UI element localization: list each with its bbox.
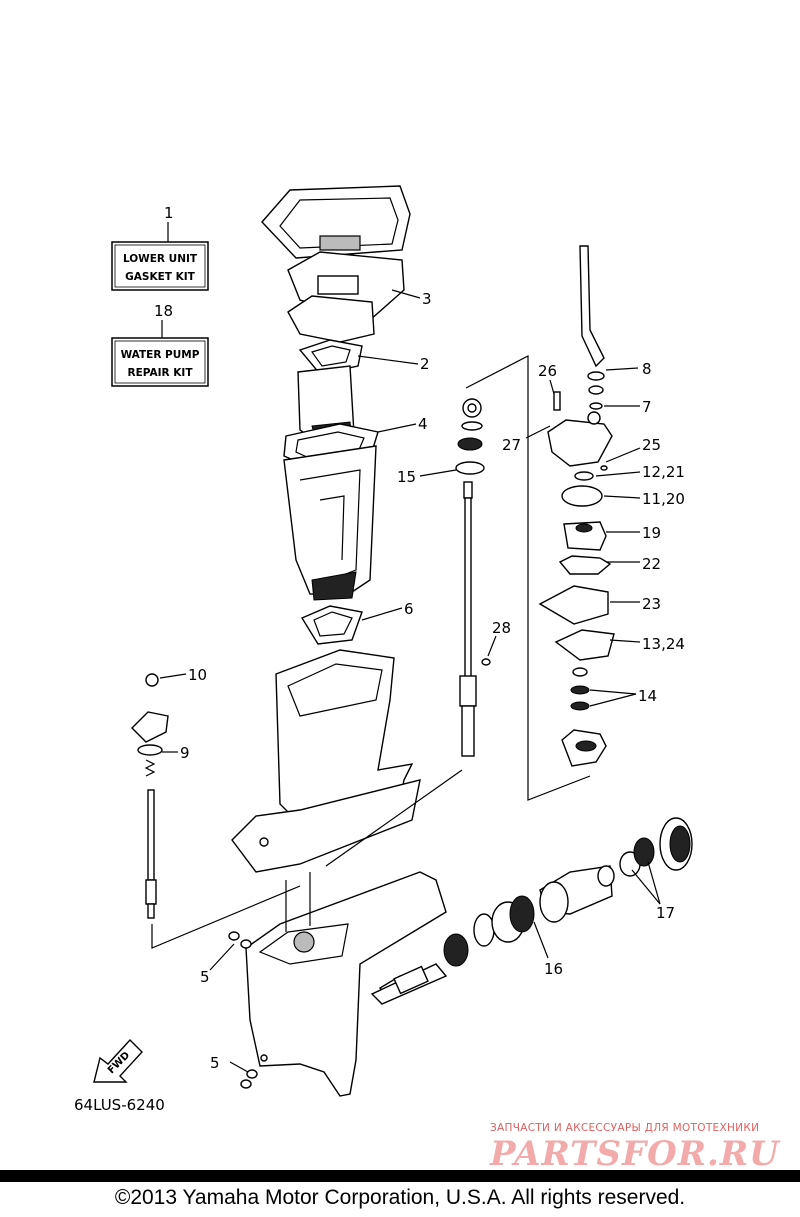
kit-line2: REPAIR KIT (128, 367, 194, 379)
kit-line1: WATER PUMP (121, 349, 200, 361)
kit-line1: LOWER UNIT (123, 253, 198, 265)
callout-5: 5 (210, 1054, 220, 1072)
callout-22: 22 (642, 555, 661, 573)
callout-16: 16 (544, 960, 563, 978)
footer-bar (0, 1170, 800, 1182)
bolt (228, 931, 252, 949)
water-pump-stack (538, 245, 615, 767)
watermark-logo: PARTSFOR.RU (490, 1134, 780, 1174)
callout-10: 10 (188, 666, 207, 684)
driveshaft-housing (231, 649, 421, 873)
callout-25: 25 (642, 436, 661, 454)
copyright-notice: ©2013 Yamaha Motor Corporation, U.S.A. A… (114, 1186, 686, 1209)
callout-8: 8 (642, 360, 652, 378)
callout-14: 14 (638, 687, 657, 705)
callout-15: 15 (397, 468, 416, 486)
exploded-parts-diagram: 1 LOWER UNIT GASKET KIT 18 WATER PUMP RE… (74, 185, 693, 1114)
kit-number: 18 (154, 302, 173, 320)
watermark-tagline: ЗАПЧАСТИ И АКСЕССУАРЫ ДЛЯ МОТОТЕХНИКИ (490, 1122, 760, 1134)
upper-gasket-stack (261, 185, 411, 645)
callout-28: 28 (492, 619, 511, 637)
callout-6: 6 (404, 600, 414, 618)
callout-27: 27 (502, 436, 521, 454)
kit-number: 1 (164, 204, 174, 222)
reference-lines (151, 355, 591, 949)
callout-9: 9 (180, 744, 190, 762)
kit-line2: GASKET KIT (125, 271, 195, 283)
forward-direction-arrow: FWD (93, 1038, 143, 1083)
callout-13-24: 13,24 (642, 635, 685, 653)
diagram-code: 64LUS-6240 (74, 1096, 165, 1114)
callout-4: 4 (418, 415, 428, 433)
callout-17: 17 (656, 904, 675, 922)
callout-26: 26 (538, 362, 557, 380)
callout-2: 2 (420, 355, 430, 373)
kit-box-water-pump-repair: 18 WATER PUMP REPAIR KIT (111, 302, 209, 387)
callout-labels: 3 2 4 15 6 10 9 5 26 27 8 7 25 12,21 11,… (180, 290, 685, 1072)
bolt (240, 1069, 258, 1089)
callout-23: 23 (642, 595, 661, 613)
callout-11-20: 11,20 (642, 490, 685, 508)
callout-5: 5 (200, 968, 210, 986)
callout-7: 7 (642, 398, 652, 416)
propeller-shaft-assembly (370, 817, 693, 1005)
leader-lines (159, 289, 661, 1073)
callout-3: 3 (422, 290, 432, 308)
callout-12-21: 12,21 (642, 463, 685, 481)
callout-19: 19 (642, 524, 661, 542)
shift-rod (131, 673, 169, 919)
kit-box-lower-unit-gasket: 1 LOWER UNIT GASKET KIT (111, 204, 209, 291)
driveshaft (455, 398, 491, 757)
